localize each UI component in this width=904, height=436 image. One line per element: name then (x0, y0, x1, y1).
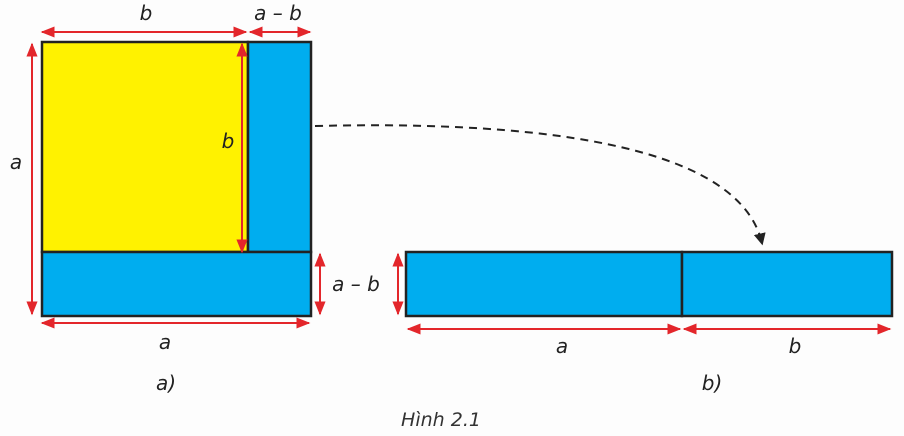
figure-a: b a – b a b a – b a a) (10, 1, 380, 395)
figure-title: Hình 2.1 (401, 409, 481, 431)
blue-rect-b (680, 250, 894, 318)
label-inner-b: b (222, 129, 235, 153)
caption-a: a) (156, 371, 176, 395)
label-left-a: a (10, 150, 22, 174)
caption-b: b) (702, 371, 723, 395)
dashed-move-arrow (314, 124, 766, 246)
label-top-a-minus-b: a – b (254, 1, 302, 25)
label-bottom-a: a (159, 330, 171, 354)
label-top-b: b (140, 1, 153, 25)
blue-rect-a (404, 250, 684, 318)
figure-b: a b b) (392, 250, 894, 395)
yellow-square-b (40, 40, 250, 254)
blue-bottom-strip (40, 250, 313, 318)
label-right-a-minus-b: a – b (332, 272, 380, 296)
blue-right-strip (246, 40, 313, 254)
label-b: b (789, 334, 802, 358)
label-a: a (556, 334, 568, 358)
